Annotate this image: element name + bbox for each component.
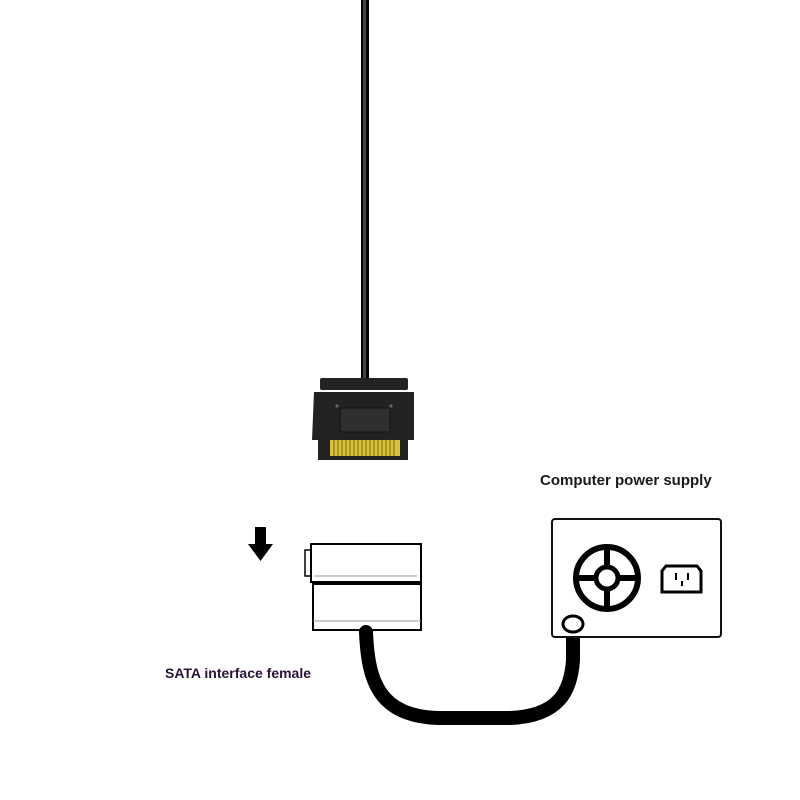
- connecting-cable: [359, 619, 580, 725]
- connector-pins: [330, 440, 400, 456]
- down-arrow-icon: [248, 527, 273, 561]
- sata-male-connector: [312, 378, 414, 460]
- power-socket-icon: [660, 564, 703, 594]
- male-cable: [361, 0, 369, 382]
- sata-female-connector: [304, 543, 422, 631]
- fan-icon: [573, 544, 641, 612]
- power-supply-label: Computer power supply: [540, 472, 712, 489]
- sata-female-label: SATA interface female: [165, 665, 312, 681]
